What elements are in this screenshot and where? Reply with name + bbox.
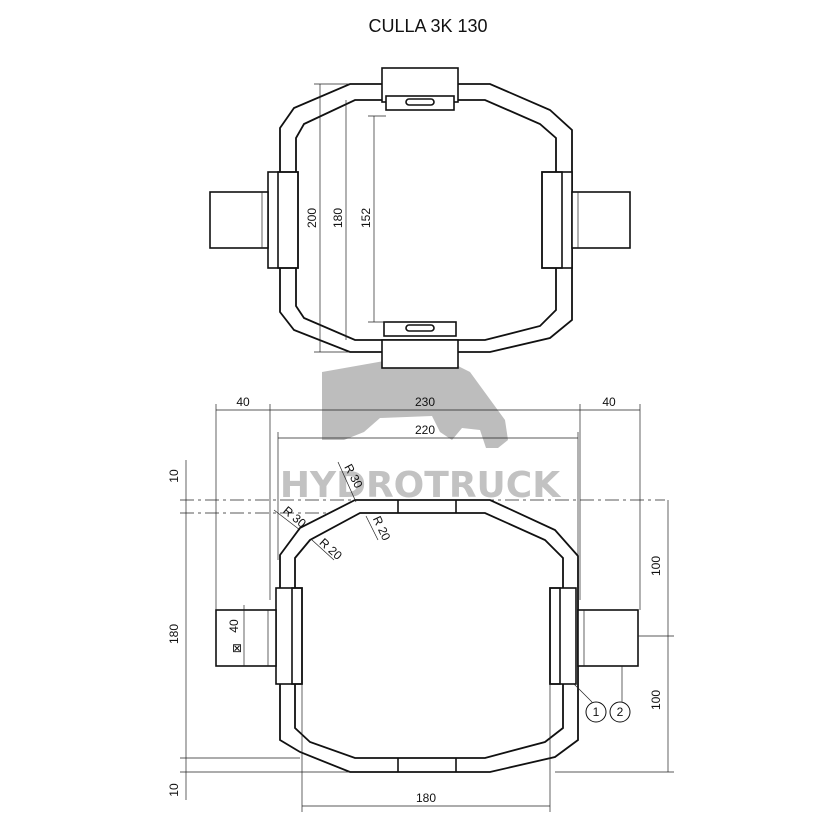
bottom-left-pin: [215, 609, 277, 667]
dim-220-label: 220: [415, 423, 435, 437]
callout-1-circle: [585, 701, 607, 723]
top-right-plate: [541, 171, 573, 269]
dim-bottom-10-label: 10: [167, 783, 181, 797]
bottom-clamp-slot: [405, 324, 435, 332]
top-view: 200 180 152: [209, 67, 631, 369]
top-left-plate-inner: [277, 171, 299, 269]
pin-40-label: 40: [227, 619, 241, 633]
dim-bottom-180-label: 180: [416, 791, 436, 805]
dim-230-label: 230: [415, 395, 435, 409]
r20-left-label: R 20: [317, 535, 345, 563]
r20-top-leader: [365, 515, 379, 541]
dim-152-label: 152: [359, 208, 373, 228]
top-left-pin: [209, 191, 269, 249]
watermark-truck-icon: [322, 352, 508, 448]
top-clamp-lower: [385, 95, 455, 111]
callout-2-circle: [609, 701, 631, 723]
dim-180-vert-label: 180: [167, 624, 181, 644]
dim-lower-100-label: 100: [649, 690, 663, 710]
dim-upper-100-label: 100: [649, 556, 663, 576]
bottom-right-plate-inner: [549, 587, 561, 685]
top-frame-inner: [295, 99, 557, 341]
bottom-right-pin: [577, 609, 639, 667]
callout-1-leader: [573, 683, 593, 703]
pin-square-symbol: ⊠: [232, 641, 242, 655]
drawing-title: CULLA 3K 130: [368, 16, 488, 36]
bottom-frame-inner: [294, 512, 564, 759]
dim-right-40-label: 40: [602, 395, 616, 409]
callout-2-label: 2: [617, 705, 624, 719]
callout-1-label: 1: [593, 705, 600, 719]
top-clamp-slot: [405, 98, 435, 106]
bottom-right-plate: [549, 587, 577, 685]
r30-left-leader: [273, 509, 301, 531]
top-frame-outer: [279, 83, 573, 353]
top-right-plate-inner: [541, 171, 563, 269]
dim-top-10-label: 10: [167, 469, 181, 483]
bottom-left-plate-inner: [291, 587, 303, 685]
bottom-clamp-plate: [383, 321, 457, 337]
r20-left-leader: [311, 539, 335, 561]
dim-200-label: 200: [305, 208, 319, 228]
top-left-plate: [267, 171, 299, 269]
top-right-pin: [571, 191, 631, 249]
bottom-frame-outer: [279, 499, 579, 773]
bottom-view: 40 230 40 220 R 30 R 30 R 20 R 20 10 180…: [167, 395, 674, 812]
r20-top-label: R 20: [370, 514, 394, 543]
dim-180-label: 180: [331, 208, 345, 228]
r30-top-leader: [337, 461, 357, 503]
bottom-clamp-lower: [381, 339, 459, 369]
dim-left-40-label: 40: [236, 395, 250, 409]
bottom-left-plate: [275, 587, 303, 685]
